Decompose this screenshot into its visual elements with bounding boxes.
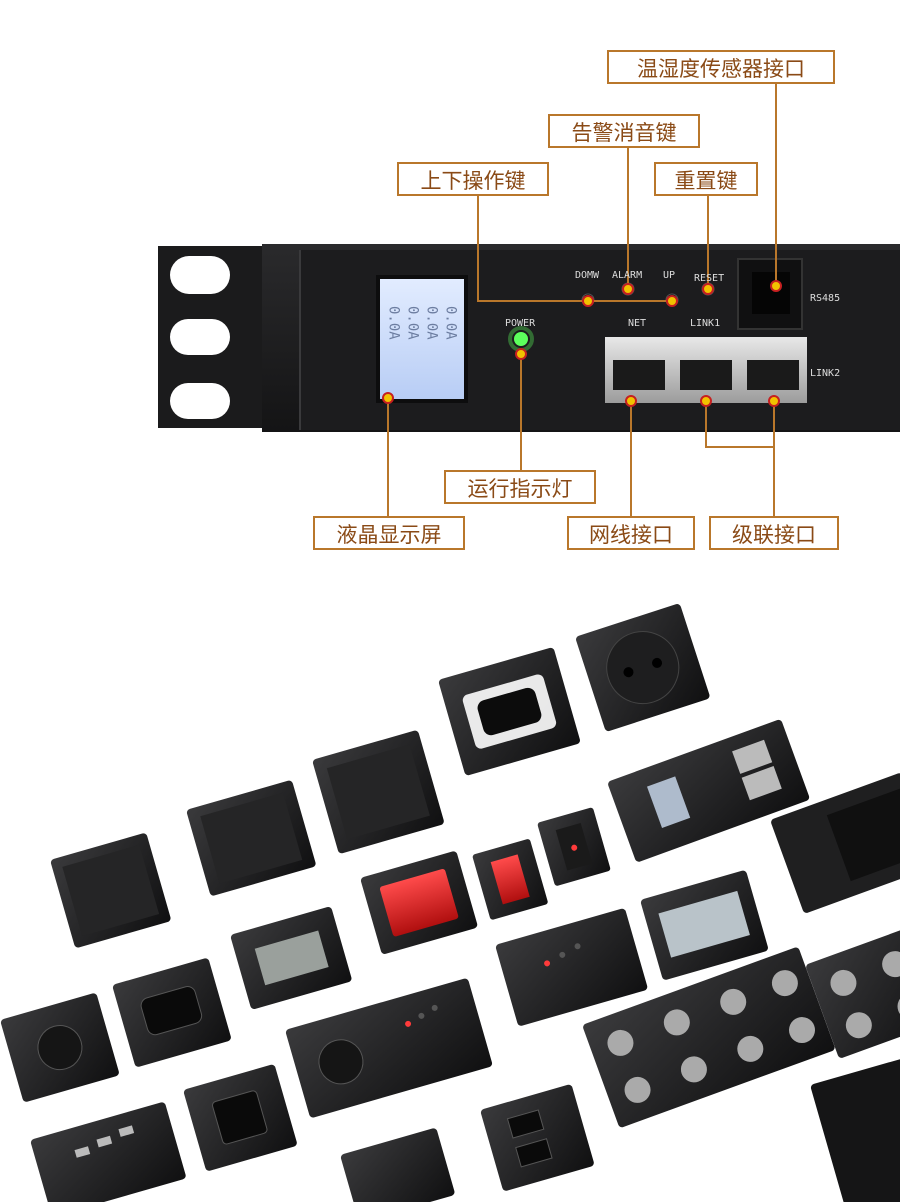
down-key-label: DOMW [575, 270, 600, 281]
rs485-label: RS485 [810, 293, 841, 304]
callout-reset-key: 重置键 [654, 162, 758, 196]
markers [382, 280, 782, 407]
callout-run-indicator: 运行指示灯 [444, 470, 596, 504]
callout-cascade-port: 级联接口 [709, 516, 839, 550]
net-label: NET [628, 318, 647, 329]
reset-key-label: RESET [694, 273, 725, 284]
callout-network-port: 网线接口 [567, 516, 695, 550]
lcd-row-1: 0.0A [385, 306, 402, 340]
leader-lines [387, 84, 777, 516]
pdu-panel [158, 244, 900, 432]
callout-alarm-mute-key: 告警消音键 [548, 114, 700, 148]
lcd-row-3: 0.0A [423, 306, 440, 340]
lcd-row-4: 0.0A [442, 306, 459, 340]
callout-lcd-display: 液晶显示屏 [313, 516, 465, 550]
socket-module-collage [0, 604, 900, 1202]
link1-label: LINK1 [690, 318, 721, 329]
alarm-key-label: ALARM [612, 270, 643, 281]
callout-up-down-keys: 上下操作键 [397, 162, 549, 196]
link2-label: LINK2 [810, 368, 841, 379]
power-label: POWER [505, 318, 536, 329]
callout-temp-humidity-sensor-port: 温湿度传感器接口 [607, 50, 835, 84]
lcd-row-2: 0.0A [404, 306, 421, 340]
lcd-readout: 0.0A 0.0A 0.0A 0.0A [384, 306, 460, 394]
up-key-label: UP [663, 270, 676, 281]
